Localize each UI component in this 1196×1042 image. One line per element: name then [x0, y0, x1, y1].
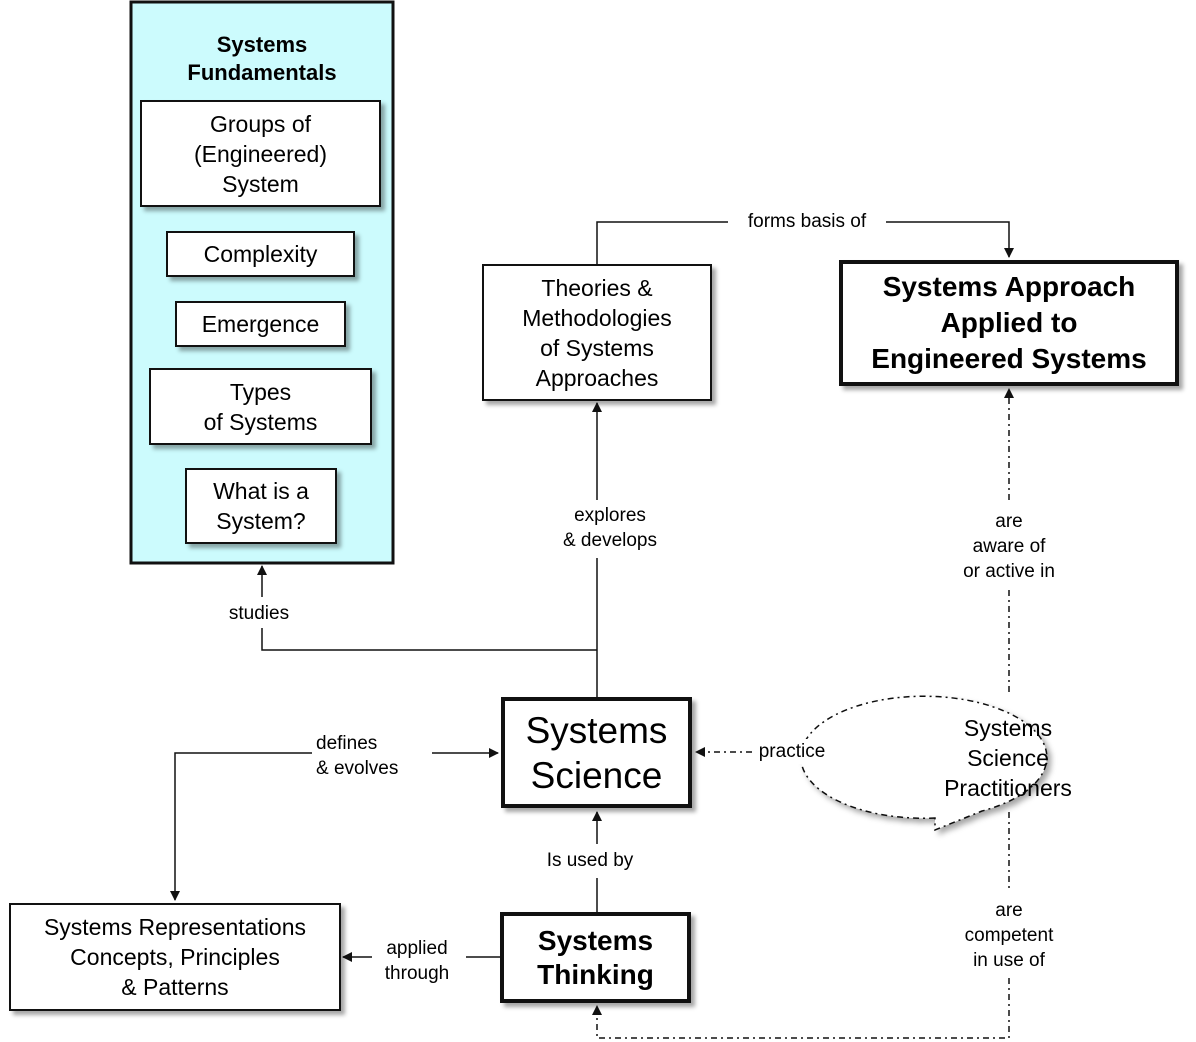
fundamentals-title-line: Systems [216, 32, 308, 57]
label-forms-basis: forms basis of [732, 209, 882, 234]
label-line: & develops [562, 530, 657, 551]
node-line: Types [229, 378, 292, 405]
practitioners-bubble [800, 695, 1048, 832]
connector-defines [170, 752, 312, 901]
node-line: (Engineered) [194, 140, 327, 167]
label-line: are [995, 900, 1023, 921]
node-line: Systems [525, 709, 668, 751]
node-line: Emergence [201, 311, 320, 337]
label-line: forms basis of [747, 211, 867, 232]
node-line: of Systems [540, 334, 654, 361]
node-emergence: Emergence [175, 301, 346, 347]
node-systems-thinking: Systems Thinking [500, 912, 691, 1003]
node-line: Thinking [537, 958, 654, 990]
label-line: Is used by [546, 850, 634, 871]
label-line: through [384, 963, 450, 984]
label-practice: practice [752, 739, 832, 764]
label-used-by: Is used by [530, 848, 650, 873]
node-line: Theories & [541, 274, 653, 301]
node-line: Complexity [203, 241, 318, 267]
fundamentals-title-line: Fundamentals [187, 60, 337, 85]
node-line: Groups of [210, 110, 311, 137]
label-applied: applied through [374, 936, 460, 986]
node-line: Science [967, 745, 1049, 771]
node-theories-methodologies: Theories & Methodologies of Systems Appr… [482, 264, 712, 401]
connector-competent [592, 978, 1010, 1039]
node-line: of Systems [203, 408, 318, 435]
node-systems-science: Systems Science [501, 697, 692, 808]
node-line: System [222, 170, 299, 197]
node-complexity: Complexity [166, 231, 355, 277]
node-practitioners: Systems Science Practitioners [910, 713, 1106, 803]
node-systems-representations: Systems Representations Concepts, Princi… [9, 903, 341, 1011]
node-line: Systems Representations [43, 914, 307, 940]
node-line: Applied to [940, 307, 1078, 338]
node-types-of-systems: Types of Systems [149, 368, 372, 445]
node-line: & Patterns [121, 974, 229, 1000]
label-line: aware of [972, 536, 1046, 557]
connector-forms-basis [596, 221, 1009, 264]
node-line: Approaches [535, 364, 659, 391]
label-line: defines [316, 733, 378, 754]
label-studies: studies [219, 601, 299, 626]
label-competent: are competent in use of [944, 898, 1074, 973]
node-line: Systems [963, 715, 1053, 741]
node-line: Engineered Systems [871, 343, 1147, 374]
node-line: Systems [537, 924, 654, 956]
node-what-is-a-system: What is a System? [185, 468, 337, 544]
label-defines: defines & evolves [316, 731, 424, 781]
node-line: Practitioners [944, 775, 1072, 801]
node-line: Methodologies [522, 304, 672, 331]
fundamentals-title: Systems Fundamentals [146, 31, 378, 87]
node-line: System? [216, 508, 306, 534]
node-systems-approach: Systems Approach Applied to Engineered S… [839, 260, 1179, 386]
label-line: or active in [963, 561, 1055, 582]
label-line: explores [574, 505, 646, 526]
label-line: applied [386, 938, 448, 959]
label-line: & evolves [316, 758, 399, 779]
node-groups-of-engineered-system: Groups of (Engineered) System [140, 100, 381, 207]
label-aware: are aware of or active in [950, 509, 1068, 584]
label-line: studies [228, 603, 290, 624]
label-explores: explores & develops [545, 503, 675, 553]
label-line: in use of [973, 950, 1045, 971]
label-line: competent [964, 925, 1054, 946]
node-line: Science [530, 754, 663, 796]
label-line: are [995, 511, 1023, 532]
node-line: Concepts, Principles [70, 944, 280, 970]
node-line: What is a [213, 478, 309, 504]
node-line: Systems Approach [882, 271, 1136, 302]
connector-studies [261, 628, 597, 651]
label-line: practice [758, 741, 826, 762]
